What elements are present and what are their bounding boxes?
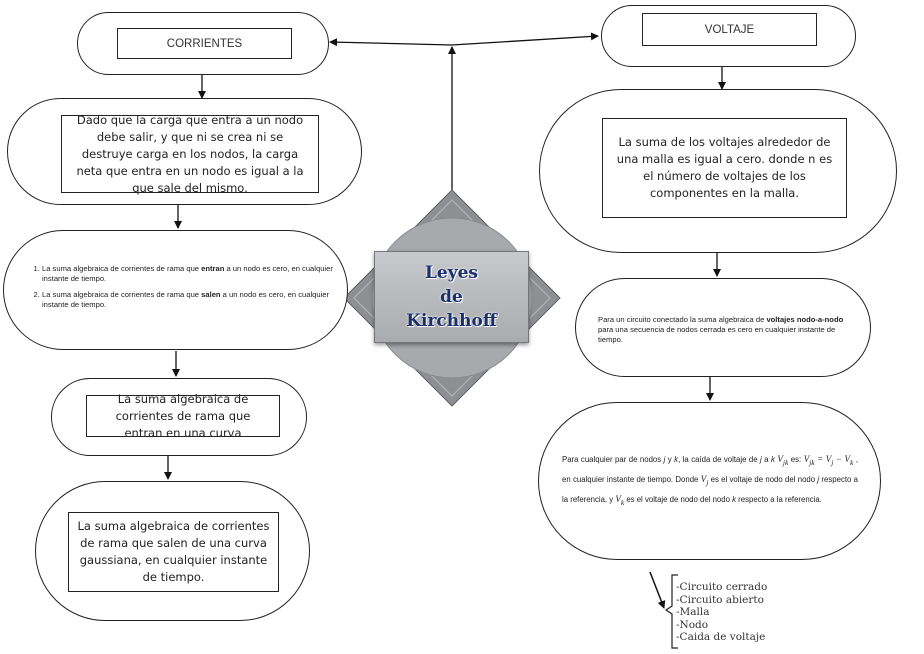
summary-item-5: -Caida de voltaje [676, 631, 766, 644]
definition-text-right: La suma de los voltajes alrededor de una… [616, 135, 833, 200]
kvl-equation: Vjk = Vj − Vk [803, 454, 854, 467]
node-law-text: Para un circuito conectado la suma algeb… [598, 315, 844, 344]
voltaje-header: VOLTAJE [642, 13, 817, 46]
summary-item-1: -Circuito cerrado [676, 581, 768, 593]
node-law-node [575, 278, 871, 377]
kcl-item-2: La suma algebraica de corrientes de rama… [42, 290, 338, 310]
title-line-2: de [440, 287, 463, 307]
summary-list: -Circuito cerrado -Circuito abierto -Mal… [676, 581, 767, 644]
summary-item-3: -Malla [676, 606, 710, 619]
definition-text-left: Dado que la carga que entra a un nodo de… [76, 112, 304, 195]
definition-box-left: Dado que la carga que entra a un nodo de… [61, 113, 319, 195]
title-line-1: Leyes [424, 263, 479, 283]
kcl-item-1: La suma algebraica de corrientes de rama… [42, 264, 338, 284]
summary-item-4: -Nodo [676, 618, 709, 631]
pair-text: Para cualquier par de nodos j y k, la ca… [562, 454, 859, 507]
list-node [3, 230, 348, 350]
arrow-to-voltaje [451, 32, 599, 46]
corrientes-header: CORRIENTES [117, 28, 292, 59]
pair-node [538, 402, 881, 560]
arrow-summary [649, 571, 666, 609]
curve-out-text: La suma algebraica de corrientes de rama… [77, 519, 270, 584]
kcl-list: La suma algebraica de corrientes de rama… [22, 264, 338, 310]
summary-item-2: -Circuito abierto [676, 593, 764, 606]
curve-in-text: La suma algebraica de corrientes de rama… [115, 391, 251, 440]
voltaje-header-text: VOLTAJE [704, 23, 755, 36]
definition-box-right: La suma de los voltajes alrededor de una… [602, 118, 847, 218]
arrow-to-corrientes [329, 38, 453, 47]
list-content: La suma algebraica de corrientes de rama… [22, 264, 338, 316]
curve-in-box: La suma algebraica de corrientes de rama… [86, 392, 280, 440]
corrientes-header-text: CORRIENTES [166, 37, 243, 50]
center-title: Leyes de Kirchhoff [374, 251, 529, 343]
title-line-3: Kirchhoff [406, 311, 497, 331]
curve-out-box: La suma algebraica de corrientes de rama… [68, 512, 279, 592]
summary-bracket [664, 574, 678, 649]
